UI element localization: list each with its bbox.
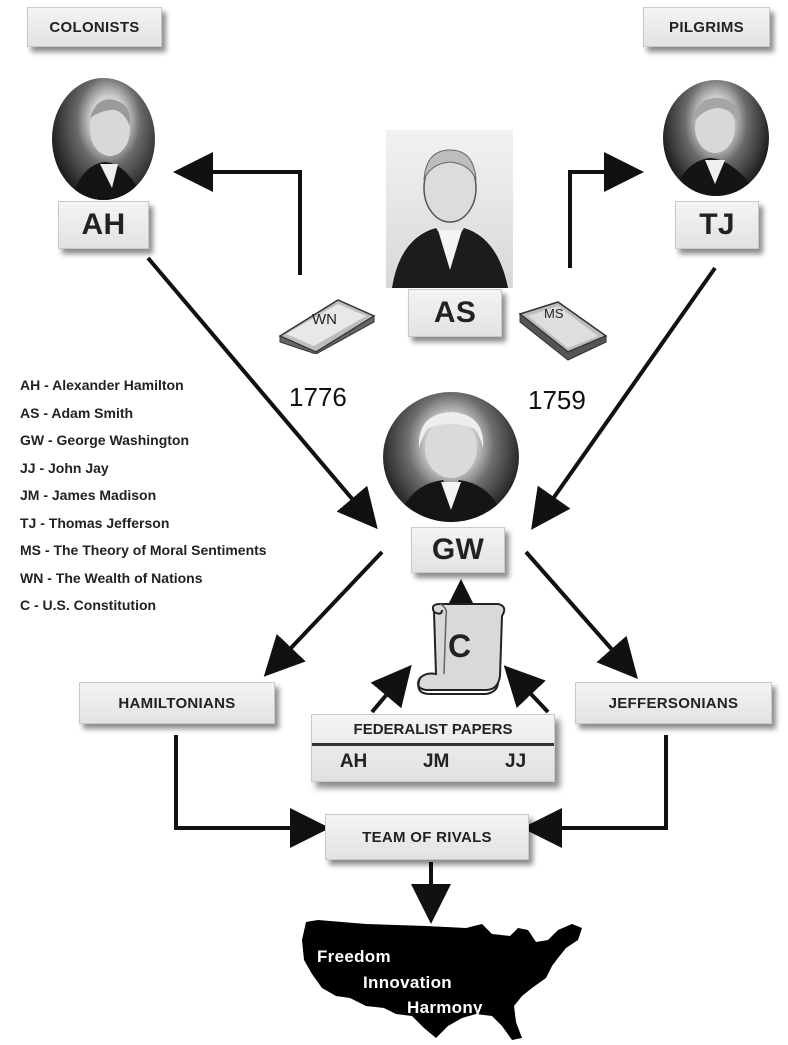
abbreviation-legend: AH - Alexander Hamilton AS - Adam Smith …	[20, 372, 267, 620]
arrow-ah-to-gw	[146, 256, 378, 530]
pilgrims-label: PILGRIMS	[669, 18, 744, 36]
hamiltonians-label: HAMILTONIANS	[118, 694, 236, 712]
outcome-innovation: Innovation	[363, 973, 452, 992]
jeffersonians-box: JEFFERSONIANS	[575, 682, 772, 724]
federalist-author: JJ	[505, 751, 527, 772]
legend-item: JM - James Madison	[20, 487, 157, 503]
arrow-federalist-to-constitution-left	[370, 664, 412, 714]
wn-year: 1776	[289, 382, 347, 412]
federalist-papers-title: FEDERALIST PAPERS	[353, 721, 513, 738]
outcome-harmony: Harmony	[407, 998, 483, 1017]
federalist-papers-box: FEDERALIST PAPERS AH JM JJ	[311, 714, 555, 782]
tj-box: TJ	[675, 201, 759, 249]
jefferson-portrait	[663, 80, 769, 196]
hamiltonians-box: HAMILTONIANS	[79, 682, 275, 724]
outcome-freedom: Freedom	[317, 947, 391, 966]
federalist-author: JM	[422, 751, 450, 772]
gw-box: GW	[411, 527, 505, 573]
colonists-label: COLONISTS	[49, 18, 140, 36]
moral-sentiments-book: MS	[518, 300, 608, 362]
federalist-divider	[312, 743, 554, 746]
tj-label: TJ	[699, 208, 735, 241]
washington-portrait	[383, 392, 519, 522]
usa-map-silhouette	[302, 920, 582, 1040]
legend-item: TJ - Thomas Jefferson	[20, 514, 170, 531]
constitution-scroll-icon: C	[412, 602, 510, 698]
constitution-label: C	[448, 628, 472, 664]
arrow-gw-to-hamiltonians	[263, 550, 384, 677]
colonists-box: COLONISTS	[27, 7, 162, 47]
ah-label: AH	[81, 208, 126, 241]
arrow-tj-to-gw	[531, 266, 717, 530]
arrow-gw-to-jeffersonians	[524, 550, 638, 680]
legend-item: AH - Alexander Hamilton	[20, 377, 184, 393]
as-label: AS	[433, 296, 477, 329]
legend-item: GW - George Washington	[20, 432, 190, 448]
federalist-author: AH	[339, 751, 368, 772]
legend-item: WN - The Wealth of Nations	[20, 569, 203, 586]
federalist-authors: AH JM JJ	[312, 751, 554, 773]
arrow-hamiltonians-to-team	[174, 735, 330, 848]
as-box: AS	[408, 289, 502, 337]
gw-label: GW	[431, 533, 485, 566]
wealth-of-nations-book: WN	[278, 292, 376, 355]
legend-item: MS - The Theory of Moral Sentiments	[20, 542, 267, 558]
arrow-jeffersonians-to-team	[522, 735, 668, 848]
team-of-rivals-label: TEAM OF RIVALS	[362, 828, 492, 846]
arrow-wn-to-ah	[173, 152, 302, 275]
wn-label: WN	[312, 311, 337, 328]
smith-portrait	[386, 130, 513, 288]
jeffersonians-label: JEFFERSONIANS	[608, 694, 739, 712]
ah-box: AH	[58, 201, 149, 249]
legend-item: AS - Adam Smith	[20, 404, 134, 421]
ms-label: MS	[544, 306, 564, 321]
pilgrims-box: PILGRIMS	[643, 7, 770, 47]
arrow-federalist-to-constitution-right	[503, 665, 550, 714]
ms-year: 1759	[528, 385, 586, 415]
legend-item: JJ - John Jay	[20, 459, 109, 476]
hamilton-portrait	[52, 78, 155, 200]
arrow-ms-to-tj	[568, 152, 644, 268]
legend-item: C - U.S. Constitution	[20, 597, 157, 613]
team-of-rivals-box: TEAM OF RIVALS	[325, 814, 529, 860]
